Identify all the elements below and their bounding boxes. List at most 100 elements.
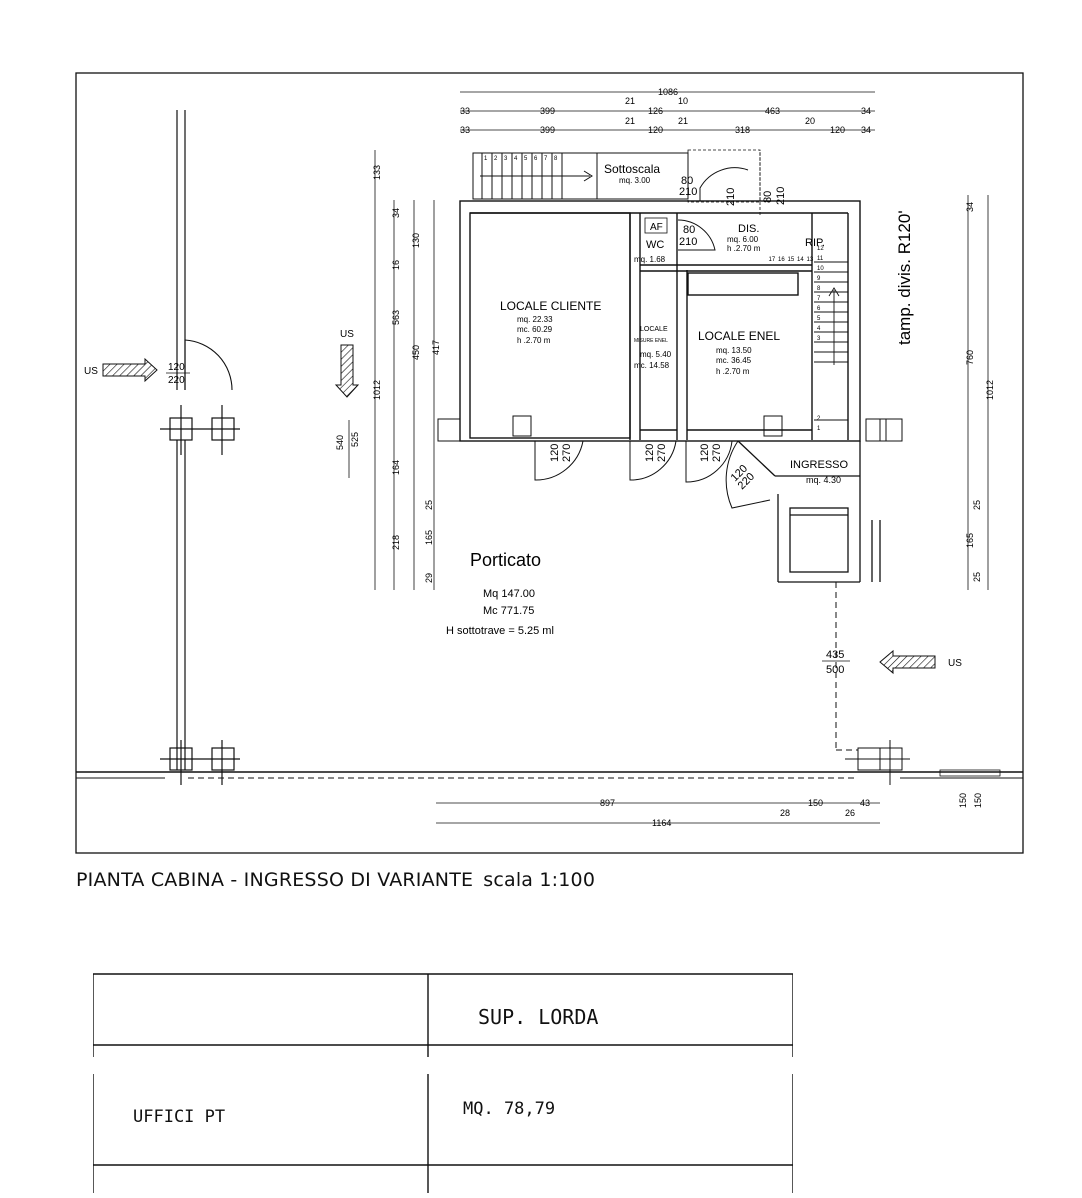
svg-text:43: 43 <box>860 798 870 808</box>
stair-step-number: 4 <box>817 326 821 332</box>
svg-text:563: 563 <box>391 310 401 325</box>
us-arrow-down: US <box>334 329 360 398</box>
svg-text:5: 5 <box>524 156 528 162</box>
svg-text:7: 7 <box>544 156 548 162</box>
svg-text:525: 525 <box>350 432 360 447</box>
svg-text:Sottoscala: Sottoscala <box>604 162 660 176</box>
svg-text:210: 210 <box>679 236 697 248</box>
area-table: SUP. LORDA UFFICI PT MQ. 78,79 <box>92 973 794 1193</box>
svg-text:165: 165 <box>965 533 975 548</box>
stair-step-number: 15 <box>788 257 795 263</box>
svg-text:LOCALE ENEL: LOCALE ENEL <box>698 329 780 343</box>
svg-text:150: 150 <box>808 798 823 808</box>
stair-step-number: 8 <box>817 286 821 292</box>
svg-text:270: 270 <box>656 444 668 462</box>
svg-text:20: 20 <box>805 116 815 126</box>
bottom-dims <box>436 802 880 824</box>
svg-text:mq. 22.33: mq. 22.33 <box>517 315 553 324</box>
svg-text:1: 1 <box>484 156 488 162</box>
svg-text:399: 399 <box>540 106 555 116</box>
svg-text:210: 210 <box>679 186 697 198</box>
drawing-caption: PIANTA CABINA - INGRESSO DI VARIANTE scal… <box>76 869 595 891</box>
columns <box>437 415 910 785</box>
ingresso-lift <box>737 440 881 583</box>
svg-text:80: 80 <box>681 175 693 187</box>
svg-text:1012: 1012 <box>372 380 382 400</box>
svg-text:Mq 147.00: Mq 147.00 <box>483 588 535 600</box>
svg-text:21: 21 <box>678 116 688 126</box>
svg-text:DIS.: DIS. <box>738 223 759 235</box>
svg-text:120: 120 <box>648 125 663 135</box>
room-locale-cliente: LOCALE CLIENTE mq. 22.33 mc. 60.29 h .2.… <box>500 299 601 345</box>
svg-text:mq. 6.00: mq. 6.00 <box>727 235 759 244</box>
room-porticato: Porticato Mq 147.00 Mc 771.75 H sottotra… <box>446 550 554 637</box>
svg-text:LOCALE CLIENTE: LOCALE CLIENTE <box>500 299 601 313</box>
stair-step-number: 1 <box>817 426 821 432</box>
svg-text:mq. 3.00: mq. 3.00 <box>619 176 651 185</box>
left-door-height: 220 <box>168 375 185 386</box>
svg-text:1086: 1086 <box>658 87 678 97</box>
top-dim-labels: 1086 33 399 21 126 10 463 34 33 399 21 1… <box>460 87 871 135</box>
svg-text:164: 164 <box>391 460 401 475</box>
svg-text:34: 34 <box>861 106 871 116</box>
left-dim-labels: 133 34 130 16 563 450 417 164 25 165 218… <box>335 165 441 583</box>
svg-text:1012: 1012 <box>985 380 995 400</box>
right-dims <box>967 195 989 590</box>
svg-text:H sottotrave = 5.25 ml: H sottotrave = 5.25 ml <box>446 625 554 637</box>
svg-text:LOCALE: LOCALE <box>640 326 668 333</box>
svg-text:2: 2 <box>494 156 498 162</box>
svg-text:210: 210 <box>775 187 787 205</box>
svg-text:WC: WC <box>646 239 664 251</box>
svg-text:mc. 14.58: mc. 14.58 <box>634 361 670 370</box>
left-door-width: 120 <box>168 362 185 373</box>
room-rip: RIP. <box>805 237 825 249</box>
svg-text:34: 34 <box>861 125 871 135</box>
left-pilaster-wall <box>160 110 240 785</box>
svg-text:218: 218 <box>391 535 401 550</box>
svg-text:US: US <box>84 366 98 377</box>
svg-text:mq. 4.30: mq. 4.30 <box>806 475 841 485</box>
stair-top <box>472 152 689 200</box>
svg-text:29: 29 <box>424 573 434 583</box>
svg-text:4: 4 <box>514 156 518 162</box>
svg-text:126: 126 <box>648 106 663 116</box>
stair-step-number: 11 <box>817 256 824 262</box>
door-labels-lower: 120 270 120 270 120 270 120 220 435 500 <box>549 444 850 676</box>
svg-text:897: 897 <box>600 798 615 808</box>
room-ingresso: INGRESSO mq. 4.30 <box>790 459 849 485</box>
room-wc: AF WC mq. 1.68 <box>634 217 668 264</box>
us-arrow-right: US <box>879 649 962 675</box>
svg-text:463: 463 <box>765 106 780 116</box>
svg-text:210: 210 <box>725 188 737 206</box>
svg-text:INGRESSO: INGRESSO <box>790 459 849 471</box>
svg-text:417: 417 <box>431 340 441 355</box>
svg-text:34: 34 <box>965 202 975 212</box>
caption-scale: scala 1:100 <box>483 869 596 891</box>
svg-text:AF: AF <box>650 222 663 233</box>
table-row-label: UFFICI PT <box>133 1107 226 1127</box>
stair-step-number: 14 <box>797 257 804 263</box>
svg-text:mq. 5.40: mq. 5.40 <box>640 350 672 359</box>
stair-step-number: 3 <box>817 336 821 342</box>
svg-text:150: 150 <box>958 793 968 808</box>
stair-step-number: 13 <box>807 257 814 263</box>
table-grid <box>92 973 794 1193</box>
room-locale-enel: LOCALE ENEL mq. 13.50 mc. 36.45 h .2.70 … <box>698 329 780 376</box>
wall-note: tamp. divis. R120' <box>895 210 914 345</box>
svg-text:500: 500 <box>826 664 844 676</box>
svg-text:270: 270 <box>711 444 723 462</box>
svg-text:80: 80 <box>762 191 774 203</box>
svg-text:28: 28 <box>780 808 790 818</box>
svg-text:33: 33 <box>460 125 470 135</box>
svg-text:120: 120 <box>644 444 656 462</box>
svg-text:25: 25 <box>972 500 982 510</box>
room-dis: DIS. mq. 6.00 h .2.70 m <box>727 223 761 253</box>
caption-title: PIANTA CABINA - INGRESSO DI VARIANTE <box>76 869 474 891</box>
svg-text:mq. 13.50: mq. 13.50 <box>716 346 752 355</box>
svg-text:1164: 1164 <box>652 818 671 828</box>
svg-text:3: 3 <box>504 156 508 162</box>
stair-step-number: 2 <box>817 416 821 422</box>
stair-right <box>814 261 848 421</box>
svg-text:Mc 771.75: Mc 771.75 <box>483 605 534 617</box>
